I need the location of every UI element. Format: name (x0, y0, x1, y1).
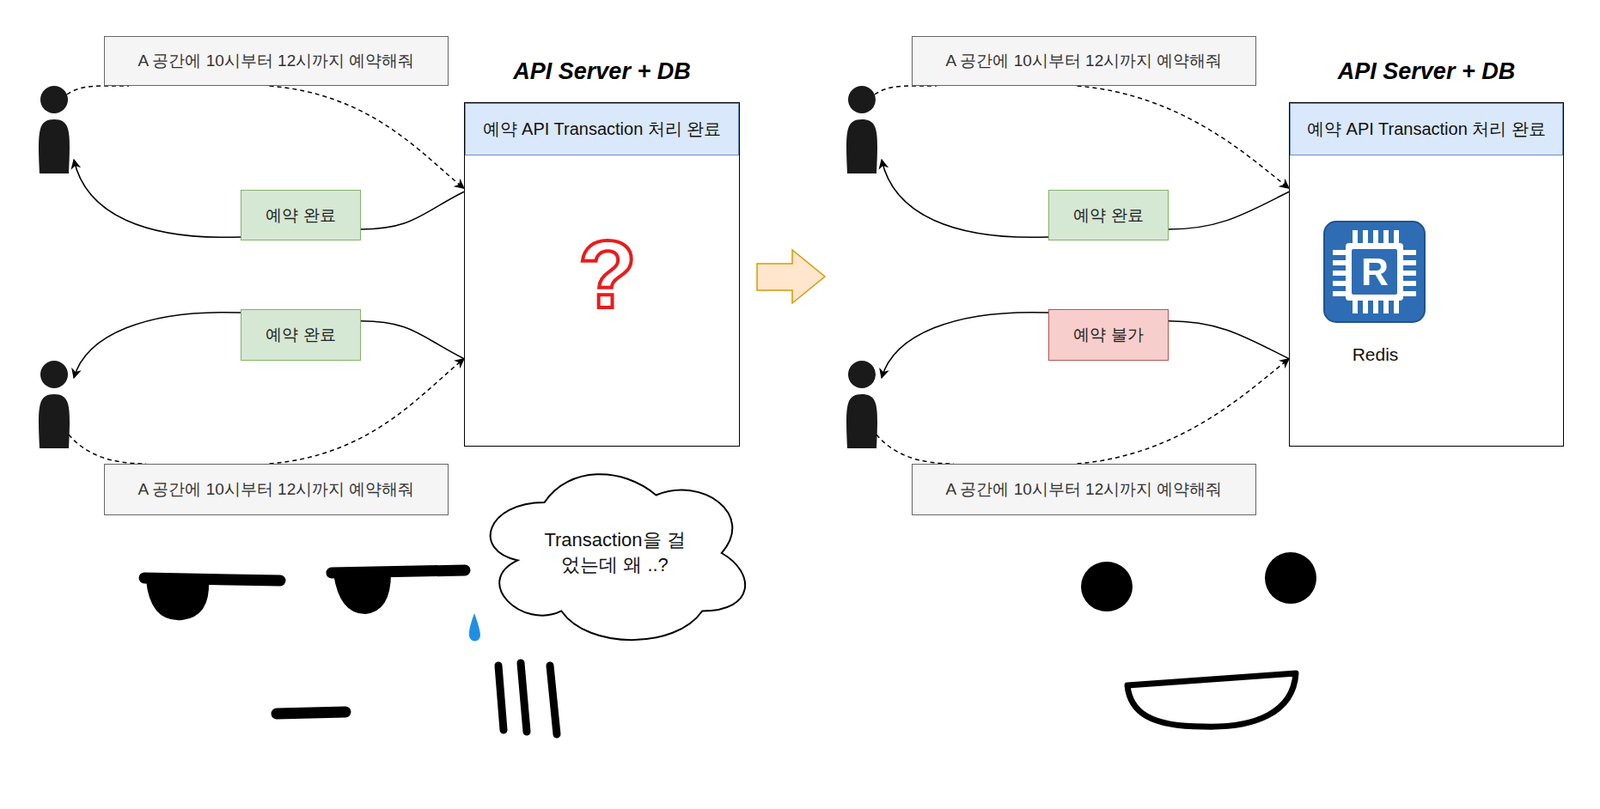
status-box: 예약 완료 (240, 189, 361, 241)
node-text: 예약 완료 (1073, 204, 1143, 227)
redis-icon (1324, 221, 1425, 323)
status-box: 예약 완료 (240, 309, 361, 361)
question-mark: ? (578, 226, 637, 324)
chip-pin (1403, 280, 1417, 287)
chip-pin (1362, 230, 1368, 244)
chip-pin (1403, 260, 1417, 266)
thought-cloud: Transaction을 걸었는데 왜 ..? (469, 464, 761, 643)
chip-pin (1332, 270, 1346, 276)
chip-pin (1383, 230, 1389, 244)
node-text: 예약 API Transaction 처리 완료 (1306, 117, 1546, 141)
node-text: Transaction을 걸었는데 왜 ..? (537, 528, 693, 578)
person-icon (846, 360, 878, 449)
status-box: 예약 완료 (1048, 189, 1169, 241)
chip-pin (1362, 300, 1368, 314)
request-arrow (1076, 85, 1289, 189)
chip-pin (1352, 300, 1358, 314)
chip-pin (1383, 300, 1389, 314)
response-line (1168, 321, 1289, 360)
cloud-shape (469, 464, 761, 643)
chip-pin (1403, 250, 1417, 256)
server-box: API Server + DB예약 API Transaction 처리 완료R… (1288, 102, 1564, 447)
chip-pin (1352, 230, 1358, 244)
person-icon (38, 85, 70, 174)
node-text: A 공간에 10시부터 12시까지 예약해줘 (137, 478, 415, 501)
speech-box: A 공간에 10시부터 12시까지 예약해줘 (103, 36, 449, 86)
server-heading: API Server + DB (430, 58, 774, 86)
response-line (360, 321, 465, 360)
node-text: 예약 불가 (1073, 323, 1143, 347)
request-reply-lines (67, 85, 241, 465)
transition-arrow (757, 250, 825, 304)
request-arrow (268, 85, 465, 189)
status-box: 예약 불가 (1048, 309, 1169, 361)
chip-pin (1403, 291, 1417, 297)
chip-pin (1332, 260, 1346, 266)
node-text: Redis (1352, 344, 1399, 366)
chip-pin (1332, 280, 1346, 287)
happy-face (1080, 552, 1317, 727)
chip-pin (1332, 291, 1346, 297)
node-text: A 공간에 10시부터 12시까지 예약해줘 (137, 49, 415, 73)
node-text: 예약 완료 (265, 323, 336, 347)
cloud-outline (490, 474, 746, 641)
header-band: 예약 API Transaction 처리 완료 (464, 103, 739, 156)
node-text: 예약 API Transaction 처리 완료 (482, 117, 722, 141)
worried-face (144, 570, 557, 735)
response-line (1168, 191, 1289, 230)
node-text: A 공간에 10시부터 12시까지 예약해줘 (945, 478, 1222, 501)
node-text: 예약 완료 (265, 204, 336, 227)
person-icon (846, 85, 878, 174)
server-heading: API Server + DB (1255, 58, 1598, 86)
header-band: 예약 API Transaction 처리 완료 (1289, 103, 1564, 156)
node-text: A 공간에 10시부터 12시까지 예약해줘 (945, 49, 1222, 73)
chip-pin (1393, 230, 1399, 244)
speech-box: A 공간에 10시부터 12시까지 예약해줘 (103, 464, 449, 516)
redis-node: Redis (1325, 222, 1426, 366)
request-arrow (1076, 359, 1289, 465)
speech-box: A 공간에 10시부터 12시까지 예약해줘 (911, 464, 1257, 516)
speech-box: A 공간에 10시부터 12시까지 예약해줘 (911, 36, 1257, 86)
chip-pin (1373, 230, 1379, 244)
chip-pin (1393, 300, 1399, 314)
request-arrow (268, 359, 465, 465)
redis-logo-letter: R (1361, 253, 1389, 292)
response-line (360, 191, 465, 230)
request-reply-lines (874, 85, 1049, 465)
chip-pin (1403, 270, 1417, 276)
chip-pin (1373, 300, 1379, 314)
chip-pin (1332, 250, 1346, 256)
person-icon (38, 360, 70, 449)
